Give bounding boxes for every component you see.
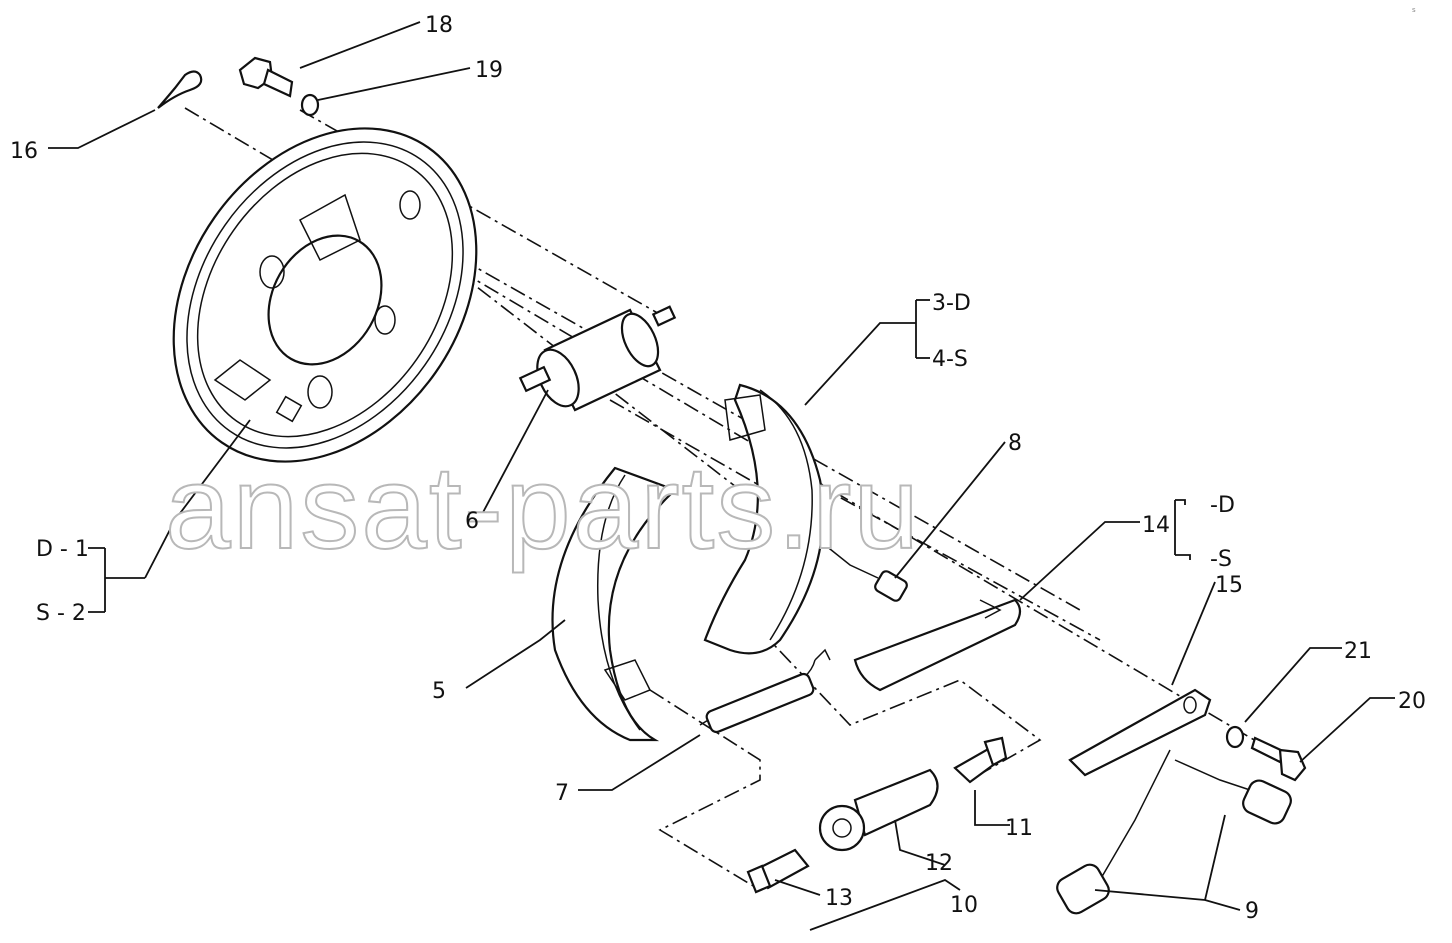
callout-16: 16 xyxy=(10,139,38,164)
callout-5: 5 xyxy=(432,679,446,704)
spring-part-9 xyxy=(1056,749,1292,915)
return-spring-part-7 xyxy=(699,648,831,734)
callout-13: 13 xyxy=(825,886,853,911)
brake-shoe-part-5 xyxy=(551,466,678,742)
wheel-cylinder-part-6 xyxy=(518,305,677,412)
corner-mark: s xyxy=(1412,6,1416,14)
callout-6: 6 xyxy=(465,509,479,534)
callout-10: 10 xyxy=(950,893,978,918)
adjuster-socket-part-13 xyxy=(746,848,810,894)
callout-labels: 18 19 16 3-D 4-S 6 8 14 -D -S 15 D - 1 S… xyxy=(10,13,1426,924)
callout-14: 14 xyxy=(1142,513,1170,538)
spring-part-8 xyxy=(824,544,908,602)
callout-s-2: S - 2 xyxy=(36,601,86,626)
callout-8: 8 xyxy=(1008,431,1022,456)
leader-lines xyxy=(48,21,1395,931)
callout-21: 21 xyxy=(1344,639,1372,664)
callout-9: 9 xyxy=(1245,899,1259,924)
callout-14-s: -S xyxy=(1210,547,1232,572)
adjuster-screw-part-11 xyxy=(953,736,1008,784)
lever-part-15 xyxy=(1068,688,1212,777)
watermark-text: ansat-parts.ru xyxy=(165,442,921,574)
callout-18: 18 xyxy=(425,13,453,38)
bolt-part-20 xyxy=(1250,736,1307,782)
callout-15: 15 xyxy=(1215,573,1243,598)
adjuster-wheel-part-12 xyxy=(818,768,939,852)
callout-14-d: -D xyxy=(1210,493,1235,518)
backing-plate xyxy=(172,127,478,463)
washer-part-19 xyxy=(300,93,320,117)
clip-part-16 xyxy=(157,70,203,109)
washer-part-21 xyxy=(1225,725,1245,749)
callout-19: 19 xyxy=(475,58,503,83)
callout-3-d: 3-D xyxy=(932,291,971,316)
callout-4-s: 4-S xyxy=(932,347,968,372)
callout-7: 7 xyxy=(555,781,569,806)
strut-bar-part-14 xyxy=(853,598,1022,692)
callout-11: 11 xyxy=(1005,816,1033,841)
callout-20: 20 xyxy=(1398,689,1426,714)
bolt-part-18 xyxy=(238,56,294,98)
callout-12: 12 xyxy=(925,851,953,876)
brake-shoe-part-3-4 xyxy=(703,383,825,655)
callout-d-1: D - 1 xyxy=(36,537,89,562)
